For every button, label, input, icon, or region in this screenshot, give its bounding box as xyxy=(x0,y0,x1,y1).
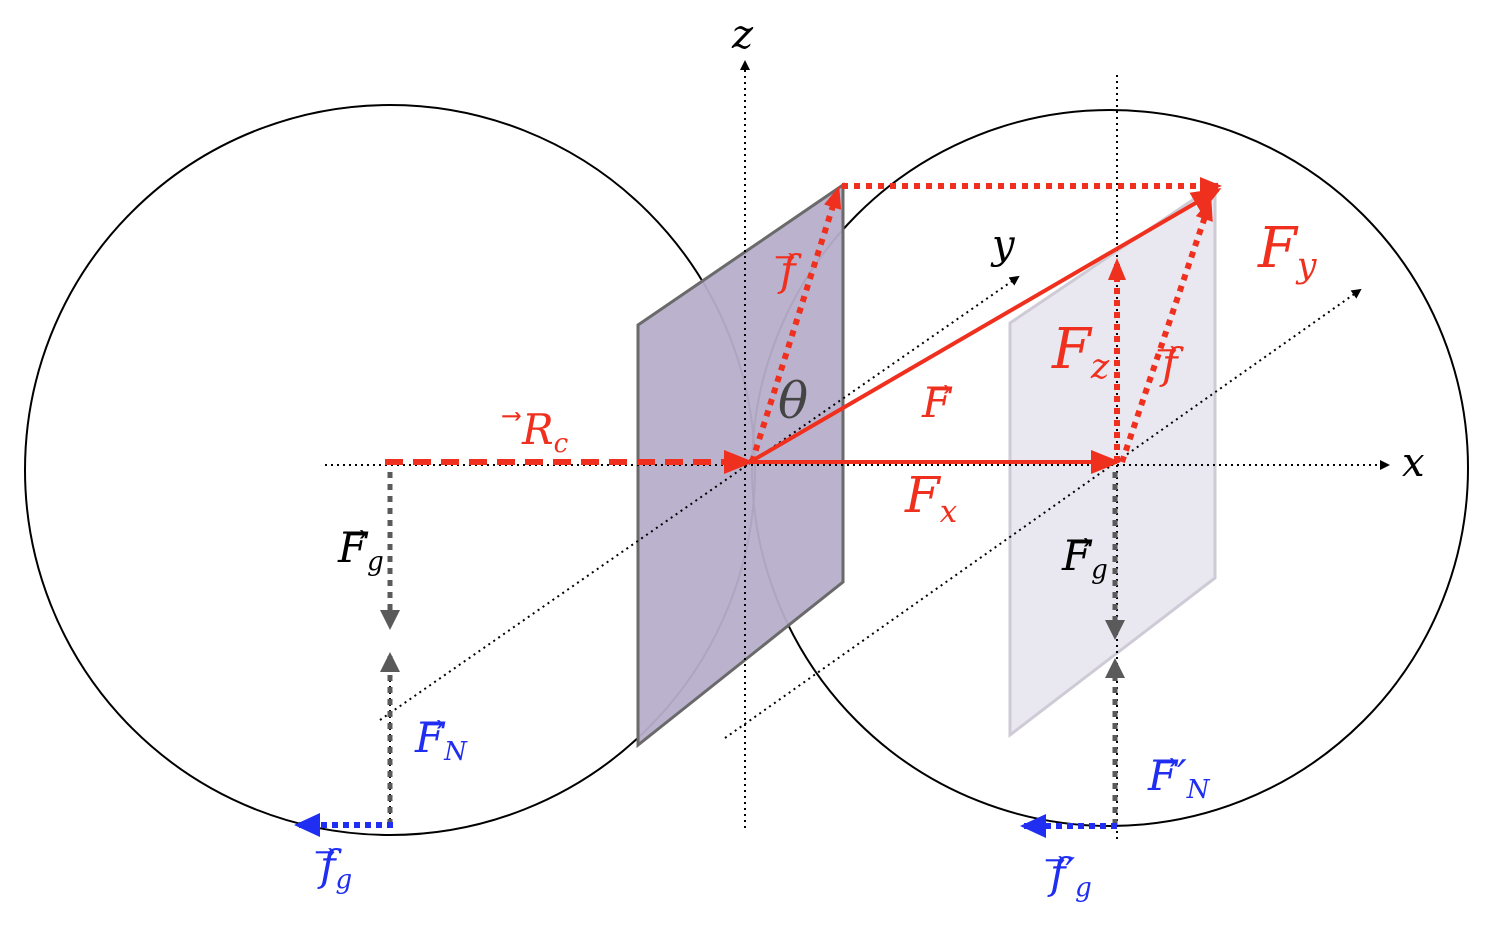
Fz-label: Fz xyxy=(1051,317,1110,387)
F-label: F⃗ xyxy=(921,378,953,427)
Fg-label-left: F⃗g xyxy=(337,523,384,577)
Fx-label: Fx xyxy=(904,466,958,530)
y-axis-label: y xyxy=(990,222,1016,268)
theta-label: θ xyxy=(778,372,808,430)
z-axis-label: z xyxy=(731,12,754,58)
FN-label-right: F⃗′N xyxy=(1147,751,1211,805)
fg-label-left: f⃗g xyxy=(316,841,353,895)
F-vector xyxy=(748,187,1222,464)
f-vector-right xyxy=(1119,198,1213,463)
fg-label-right: f⃗′g xyxy=(1046,849,1092,903)
FN-label-left: F⃗N xyxy=(414,713,468,767)
Fy-label: Fy xyxy=(1257,216,1317,286)
x-axis-label: x xyxy=(1402,440,1425,486)
Fg-label-right: F⃗g xyxy=(1061,531,1108,585)
Rc-label: ⃗Rc xyxy=(502,405,569,459)
